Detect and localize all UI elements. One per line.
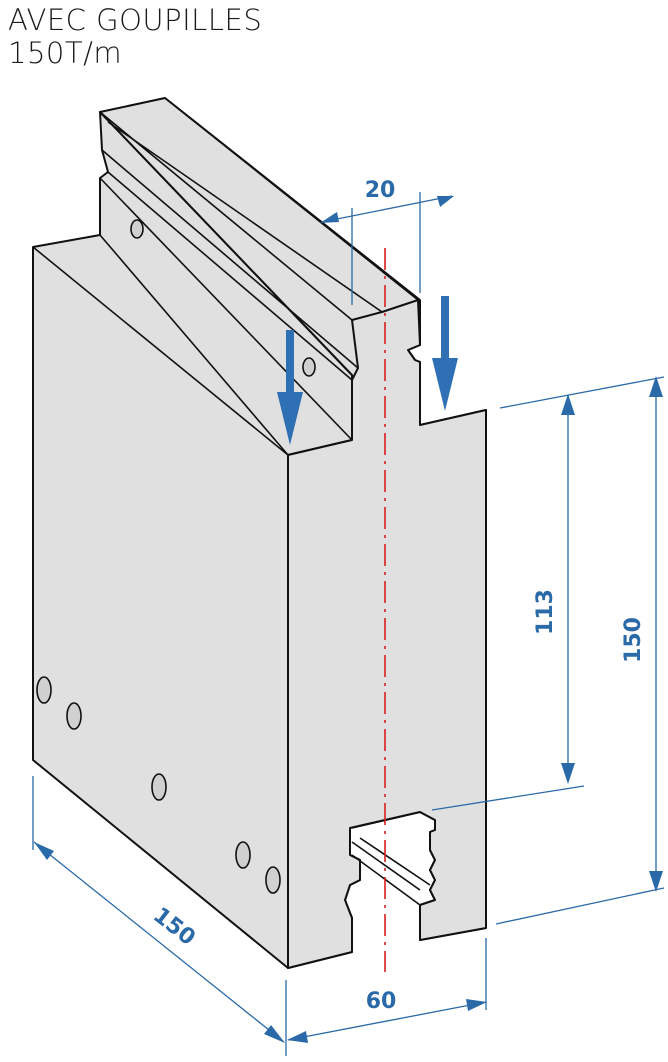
- pin-hole: [36, 676, 52, 704]
- title-line-1: AVEC GOUPILLES: [8, 3, 263, 37]
- load-arrow-left: [277, 330, 303, 445]
- edge-lines: [32, 97, 431, 906]
- dimension-lines: [32, 192, 665, 1056]
- pin-hole: [265, 866, 281, 894]
- dimension-label-height-total: 150: [621, 617, 646, 663]
- load-arrow-right: [432, 296, 458, 411]
- dimension-label-height-inner: 113: [533, 589, 558, 635]
- pin-hole: [302, 357, 316, 377]
- pin-hole: [235, 841, 251, 869]
- title-block: AVEC GOUPILLES 150T/m: [8, 4, 262, 70]
- front-face: [287, 299, 487, 969]
- pin-hole: [151, 773, 167, 801]
- dimension-label-depth: 150: [148, 903, 200, 951]
- tool-body: [32, 97, 487, 969]
- pin-hole: [66, 702, 82, 730]
- pin-holes: [36, 219, 316, 894]
- pin-hole: [130, 219, 144, 239]
- dimension-label-top-width: 20: [365, 178, 396, 203]
- title-line-2: 150T/m: [8, 36, 123, 70]
- load-arrows: [277, 296, 458, 445]
- dimension-label-bottom-width: 60: [366, 989, 397, 1014]
